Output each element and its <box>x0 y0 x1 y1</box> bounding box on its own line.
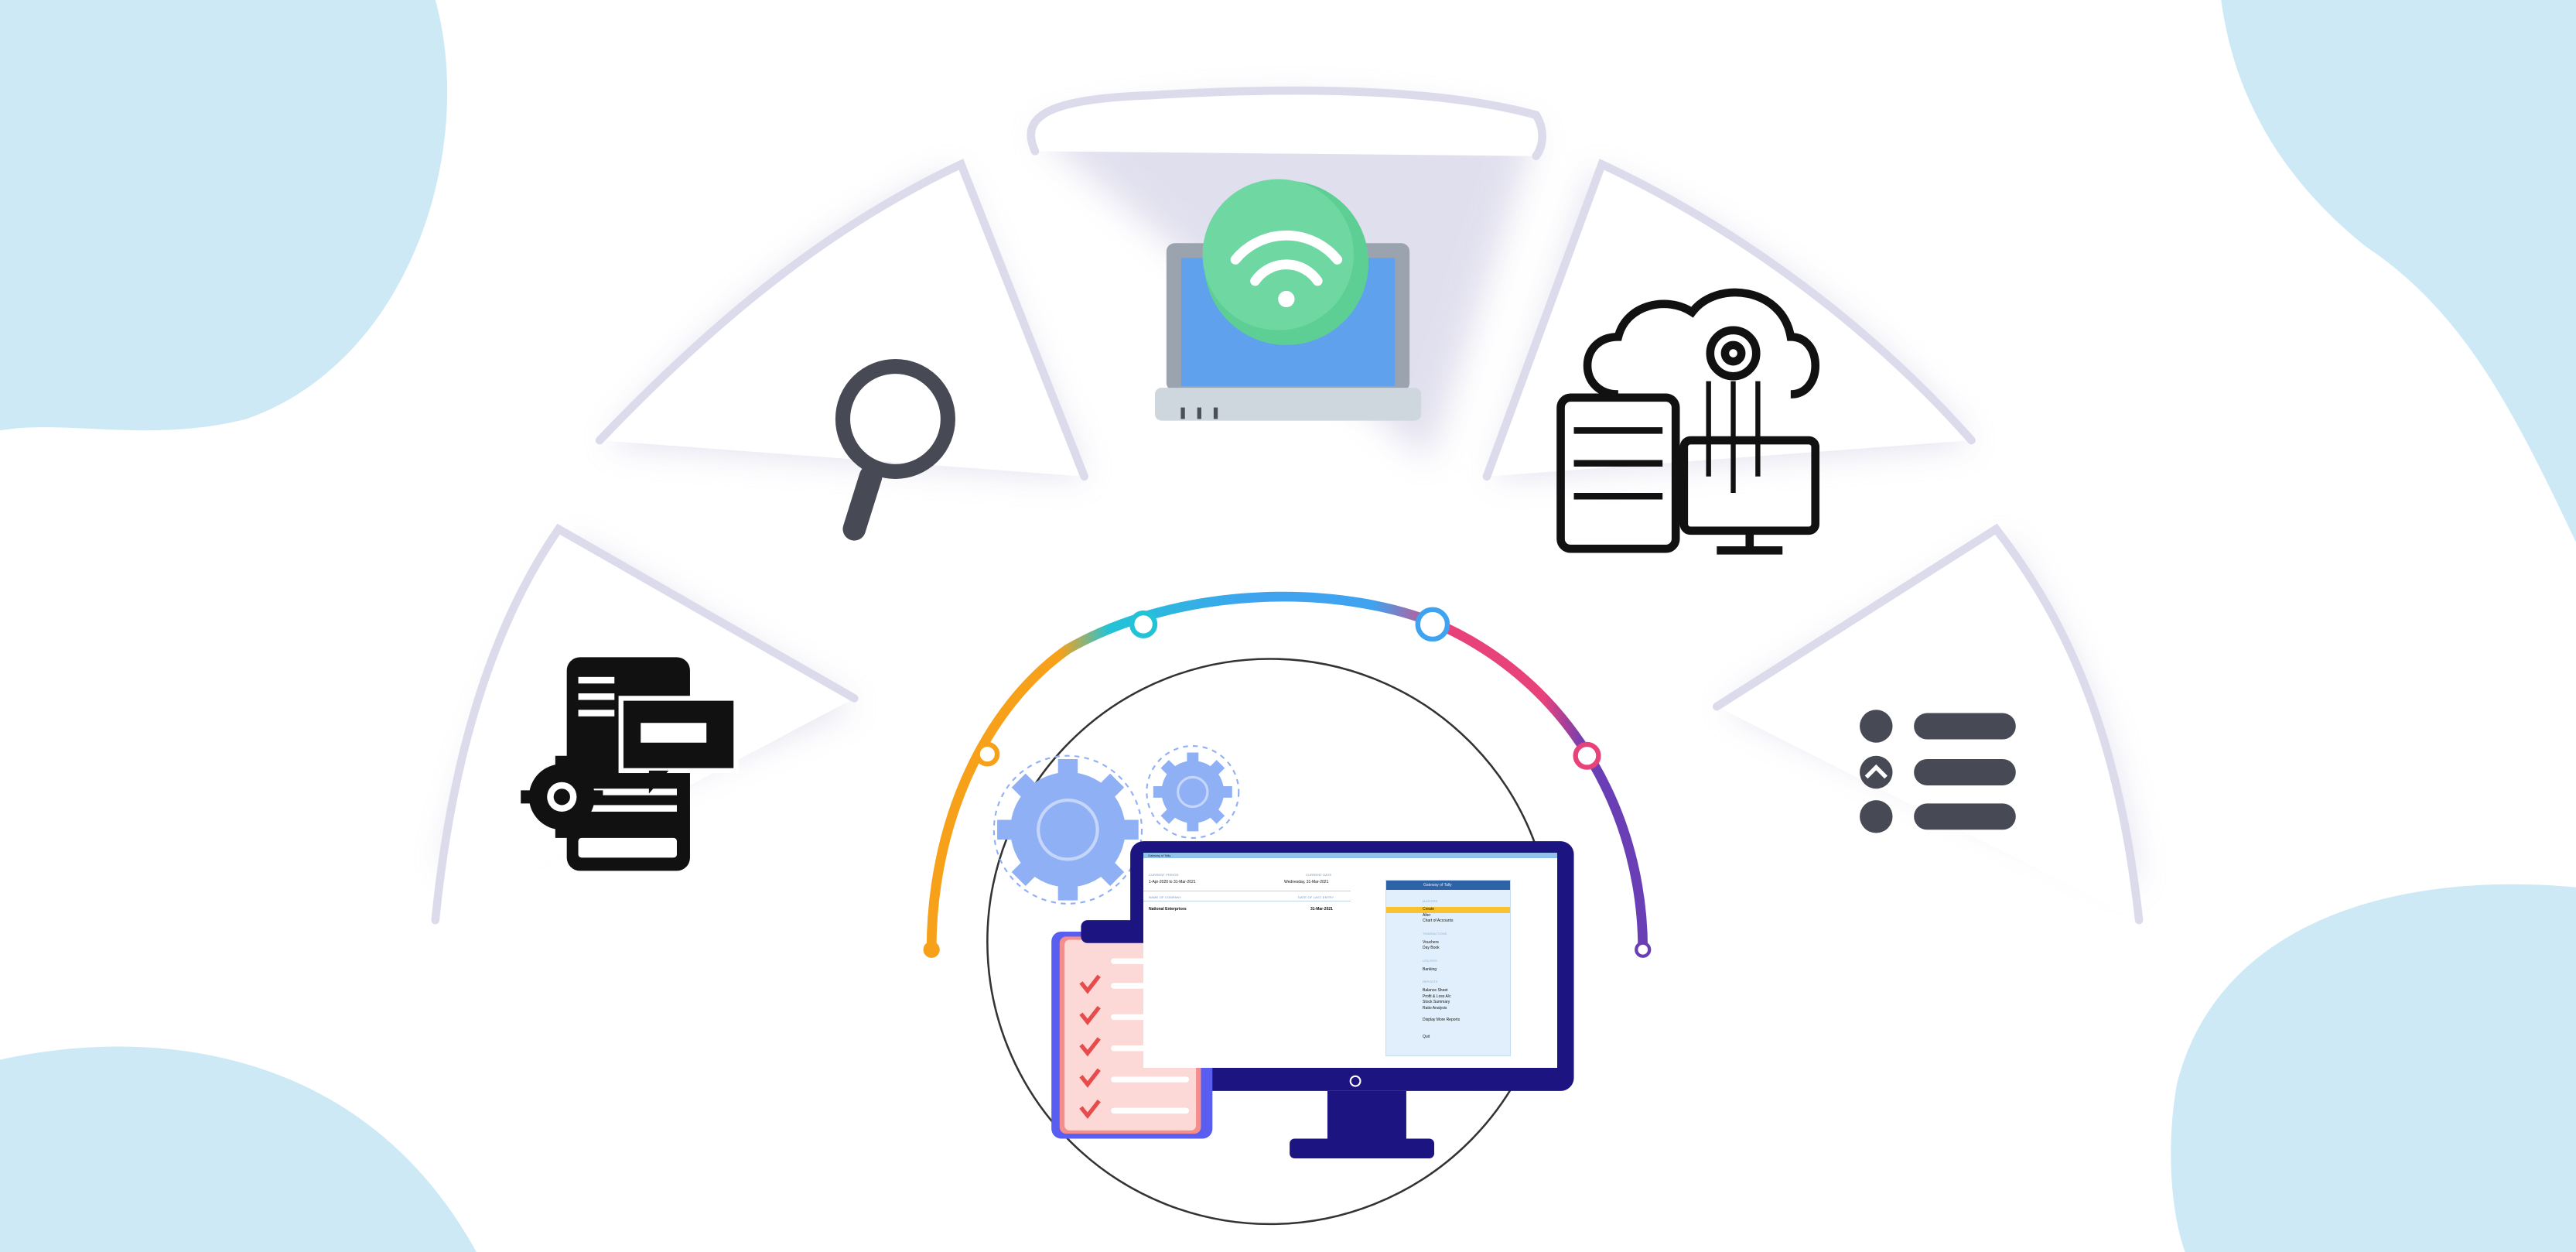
current-period-label: CURRENT PERIOD <box>1149 873 1179 877</box>
menu-item-ratio-analysis[interactable]: Ratio Analysis <box>1423 1005 1447 1011</box>
company-name[interactable]: National Enterprises <box>1149 907 1187 912</box>
company-label: NAME OF COMPANY <box>1149 895 1182 899</box>
magnifier-icon <box>835 358 955 541</box>
blob-bottom-right <box>2171 884 2576 1252</box>
list-icon <box>1860 710 2016 833</box>
gateway-menu: Gateway of Tally MASTERS Create Alter Ch… <box>1385 880 1511 1056</box>
section-reports: REPORTS <box>1423 980 1438 983</box>
current-date-label: CURRENT DATE <box>1306 873 1332 877</box>
menu-item-vouchers[interactable]: Vouchers <box>1423 939 1439 945</box>
last-entry-date: 31-Mar-2021 <box>1310 907 1333 912</box>
blob-top-right <box>2221 0 2576 542</box>
section-utilities: UTILITIES <box>1423 958 1437 963</box>
last-entry-label: DATE OF LAST ENTRY <box>1298 895 1334 899</box>
laptop-wifi-icon <box>1154 179 1422 421</box>
progress-arc <box>926 591 1648 950</box>
menu-item-chart-of-accounts[interactable]: Chart of Accounts <box>1423 918 1454 923</box>
menu-title: Gateway of Tally <box>1386 881 1510 890</box>
cloud-server-icon <box>1556 288 1820 555</box>
section-transactions: TRANSACTIONS <box>1423 931 1447 936</box>
tally-screen: Gateway of Tally CURRENT PERIOD 1-Apr-20… <box>1143 853 1557 1068</box>
menu-item-quit[interactable]: Quit <box>1423 1034 1430 1039</box>
menu-item-display-more-reports[interactable]: Display More Reports <box>1423 1018 1461 1022</box>
current-period: 1-Apr-2020 to 31-Mar-2021 <box>1149 880 1196 884</box>
gear-icon <box>992 744 1240 905</box>
menu-item-stock-summary[interactable]: Stock Summary <box>1423 1000 1450 1004</box>
section-masters: MASTERS <box>1423 899 1438 903</box>
blob-bottom-left <box>0 1046 477 1252</box>
menu-item-banking[interactable]: Banking <box>1423 966 1437 972</box>
app-settings-icon <box>521 657 739 871</box>
current-date: Wednesday, 31-Mar-2021 <box>1284 880 1329 884</box>
window-title: Gateway of Tally <box>1143 853 1557 858</box>
menu-item-alter[interactable]: Alter <box>1423 912 1431 918</box>
menu-item-create[interactable]: Create <box>1386 907 1510 913</box>
menu-item-day-book[interactable]: Day Book <box>1423 946 1440 950</box>
menu-item-balance-sheet[interactable]: Balance Sheet <box>1423 988 1448 993</box>
menu-item-profit-loss[interactable]: Profit & Loss A/c <box>1423 994 1451 999</box>
blob-top-left <box>0 0 448 431</box>
